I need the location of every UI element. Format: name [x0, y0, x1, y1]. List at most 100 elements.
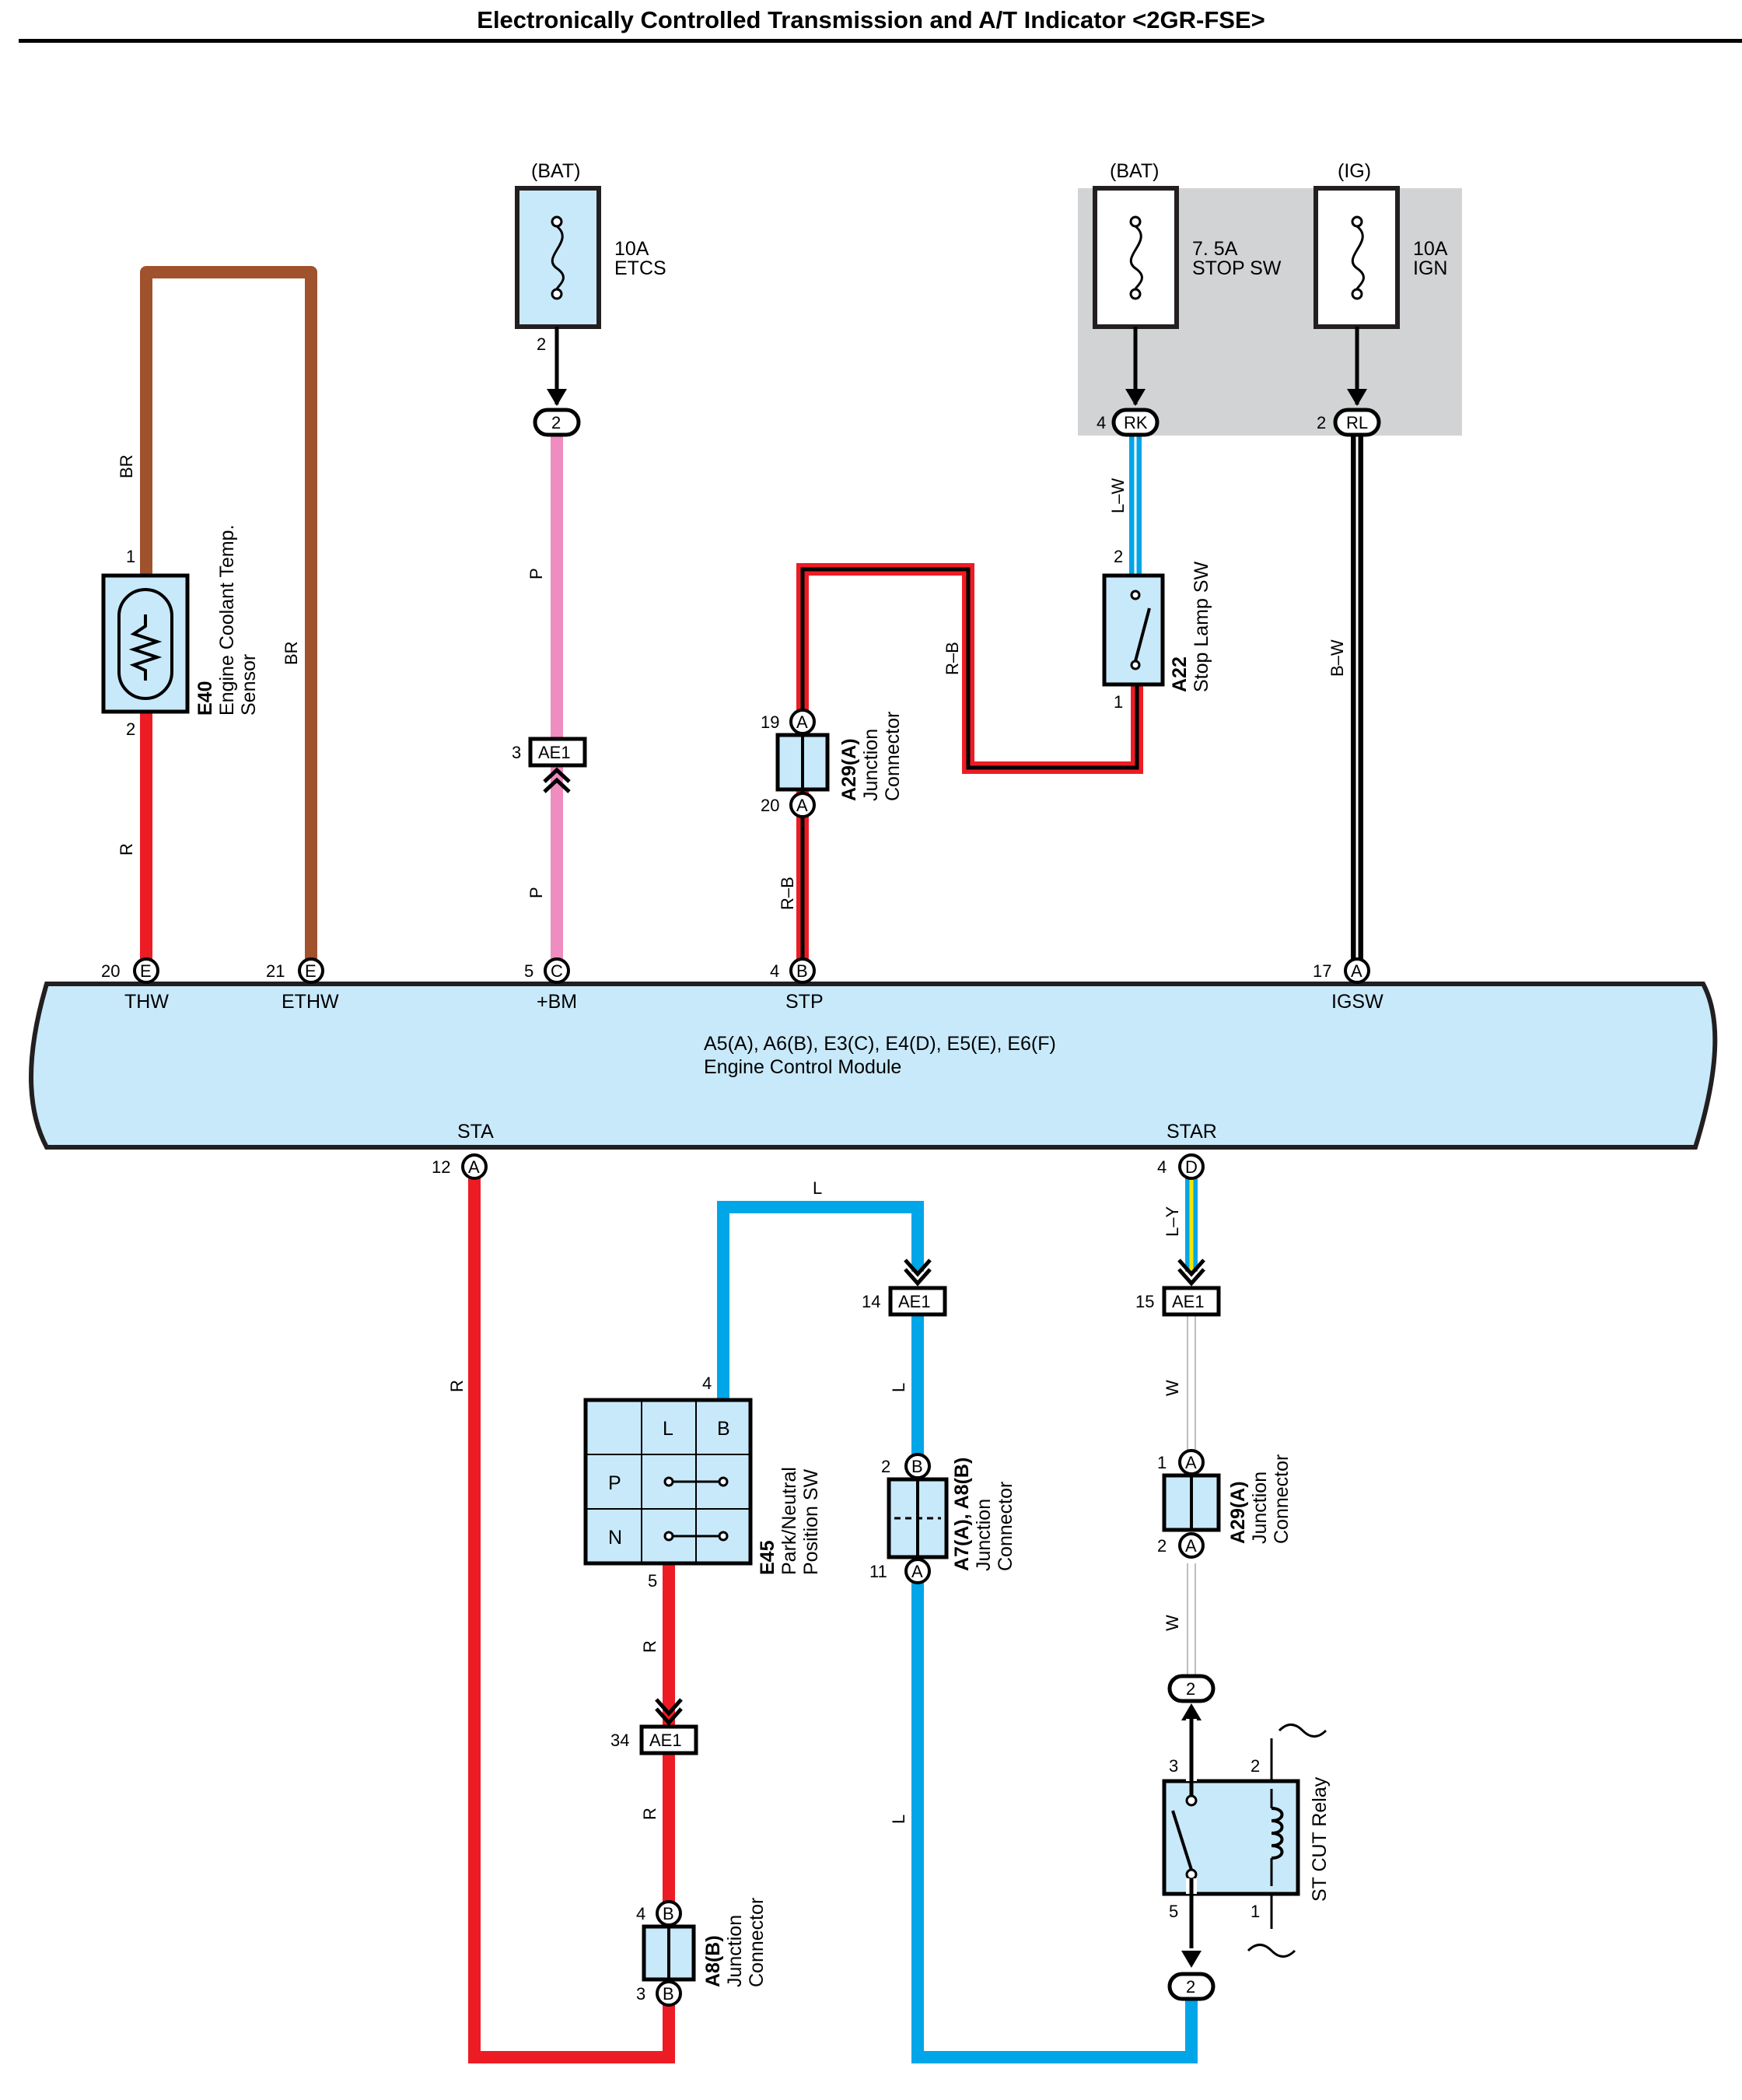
ecm-terminal-star: STAR D 4	[1157, 1121, 1217, 1180]
diagram-title: Electronically Controlled Transmission a…	[477, 6, 1265, 33]
connector-ae1-3: AE1 3	[512, 737, 587, 793]
connector-relay-bottom-label: 2	[1186, 1977, 1195, 1997]
wire-label-w2: W	[1163, 1615, 1182, 1631]
wire-label-br1: BR	[117, 454, 136, 478]
a29-top-code: A29(A)	[838, 738, 860, 801]
e45-col-b: B	[717, 1418, 730, 1440]
connector-ae1-3-code: AE1	[538, 743, 571, 762]
a29-top-pin-in: 19	[761, 712, 779, 732]
a22-stop-lamp-sw: 2 1 A22 Stop Lamp SW	[1102, 547, 1212, 712]
a8b-name2: Connector	[746, 1898, 768, 1987]
fuse-etcs-pin: 2	[537, 334, 546, 354]
e45-code: E45	[757, 1540, 778, 1575]
e45-col-l: L	[663, 1418, 673, 1440]
a22-pin-bottom: 1	[1114, 692, 1123, 712]
connector-ae1-15: AE1 15	[1135, 1258, 1221, 1317]
connector-ae1-34-code: AE1	[649, 1731, 682, 1750]
connector-relay-bottom: 2	[1167, 1951, 1216, 2001]
ecm-terminal-sta-letter: A	[468, 1157, 480, 1177]
ecm-terminal-star-pin: 4	[1157, 1157, 1167, 1177]
wire-label-l1: L	[889, 1383, 908, 1392]
connector-rk: RK 4	[1097, 408, 1160, 437]
connector-ae1-14-code: AE1	[898, 1292, 931, 1311]
wire-label-l-top: L	[813, 1178, 822, 1198]
wire-label-r-sta: R	[447, 1380, 467, 1392]
connector-ae1-3-pin: 3	[512, 743, 521, 762]
e40-sensor: 1 2 E40 Engine Coolant Temp. Sensor	[101, 524, 260, 739]
ecm-terminal-stp-pin: 4	[770, 961, 779, 981]
ecm-terminal-igsw-pin: 17	[1313, 961, 1331, 981]
ecm-terminal-star-name: STAR	[1167, 1121, 1217, 1143]
e40-pin-bottom: 2	[126, 719, 135, 739]
wire-r-sta	[468, 1167, 675, 2063]
connector-rk-pin: 4	[1097, 413, 1106, 432]
a29-bottom-pin-in: 1	[1157, 1453, 1167, 1472]
wire-label-w1: W	[1163, 1380, 1182, 1396]
connector-ae1-34-pin: 34	[610, 1731, 629, 1750]
fuse-stop-sw: (BAT) 7. 5A STOP SW	[1093, 160, 1282, 406]
ecm-terminal-bm-pin: 5	[524, 961, 533, 981]
a29-top-letter-out: A	[796, 796, 808, 815]
ecm-body	[29, 982, 1718, 1150]
a8b-pin-out: 3	[636, 1984, 645, 2004]
ecm-terminal-bm-name: +BM	[537, 991, 577, 1013]
wire-label-r-e45-1: R	[640, 1640, 659, 1653]
a7a8-name1: Junction	[973, 1499, 995, 1571]
a29-top-letter-in: A	[796, 712, 808, 732]
fuse-ign-name: IGN	[1413, 257, 1447, 279]
e45-pin-top: 4	[702, 1374, 712, 1393]
ecm-codes: A5(A), A6(B), E3(C), E4(D), E5(E), E6(F)	[704, 1033, 1056, 1055]
ecm-terminal-bm: C 5 +BM	[524, 957, 577, 1013]
connector-ae1-34: AE1 34	[610, 1698, 698, 1755]
wire-label-p1: P	[526, 568, 546, 579]
a29-bottom-pin-out: 2	[1157, 1536, 1167, 1556]
fuse-stop-sw-rating: 7. 5A	[1192, 238, 1238, 260]
wire-label-p2: P	[526, 887, 546, 898]
fuse-stop-sw-name: STOP SW	[1192, 257, 1282, 279]
wire-label-br2: BR	[282, 641, 301, 665]
a22-pin-top: 2	[1114, 547, 1123, 566]
a8b-code: A8(B)	[702, 1935, 724, 1987]
ecm-terminal-ethw-pin: 21	[266, 961, 285, 981]
ecm-terminal-ethw-name: ETHW	[282, 991, 339, 1013]
a29-bottom-letter-in: A	[1185, 1453, 1197, 1472]
e40-code: E40	[194, 681, 216, 716]
ecm-terminal-sta-pin: 12	[432, 1157, 450, 1177]
relay-pin-3: 3	[1169, 1756, 1178, 1776]
ecm-terminal-star-letter: D	[1185, 1157, 1198, 1177]
ecm-terminal-sta: STA A 12	[432, 1121, 494, 1180]
connector-ae1-14-pin: 14	[862, 1292, 880, 1311]
wire-label-rb2: R–B	[778, 877, 797, 910]
e45-pin-bottom: 5	[648, 1571, 657, 1591]
e45-name1: Park/Neutral	[778, 1467, 800, 1575]
connector-ae1-15-pin: 15	[1135, 1292, 1154, 1311]
a22-name: Stop Lamp SW	[1191, 561, 1212, 692]
connector-rk-code: RK	[1124, 413, 1148, 432]
ecm-name: Engine Control Module	[704, 1056, 901, 1078]
a8b-pin-in: 4	[636, 1904, 645, 1923]
ecm-terminal-ethw-letter: E	[305, 961, 317, 981]
a29-bottom-code: A29(A)	[1227, 1481, 1249, 1544]
ecm-terminal-sta-name: STA	[457, 1121, 494, 1143]
a7a8-code: A7(A), A8(B)	[951, 1458, 973, 1571]
a22-code: A22	[1169, 656, 1191, 692]
wire-label-l2: L	[889, 1815, 908, 1824]
fuse-ign-rating: 10A	[1413, 238, 1448, 260]
connector-relay-top: 2	[1167, 1674, 1216, 1720]
wire-l-bottom	[911, 1579, 1198, 2063]
connector-2-etcs-label: 2	[551, 413, 561, 432]
fuse-ign: (IG) 10A IGN	[1313, 160, 1448, 406]
relay-name: ST CUT Relay	[1309, 1776, 1331, 1902]
connector-relay-top-label: 2	[1186, 1679, 1195, 1699]
connector-rl: RL 2	[1317, 408, 1381, 437]
a7a8-junction: B 2 A 11 A7(A), A8(B) Junction Connector	[869, 1453, 1016, 1584]
wire-label-rb1: R–B	[943, 642, 962, 675]
ecm-terminal-thw: E 20 THW	[101, 957, 169, 1013]
ecm-terminal-igsw-name: IGSW	[1331, 991, 1383, 1013]
wire-label-ly: L–Y	[1163, 1206, 1182, 1237]
e45-row-n: N	[608, 1527, 622, 1549]
a29-junction-bottom: A 1 A 2 A29(A) Junction Connector	[1157, 1449, 1293, 1559]
st-cut-relay: 3 2 5 1 ST CUT Relay	[1162, 1719, 1331, 1958]
a8b-letter-out: B	[663, 1984, 674, 2004]
a7a8-letter-out: A	[911, 1562, 923, 1581]
